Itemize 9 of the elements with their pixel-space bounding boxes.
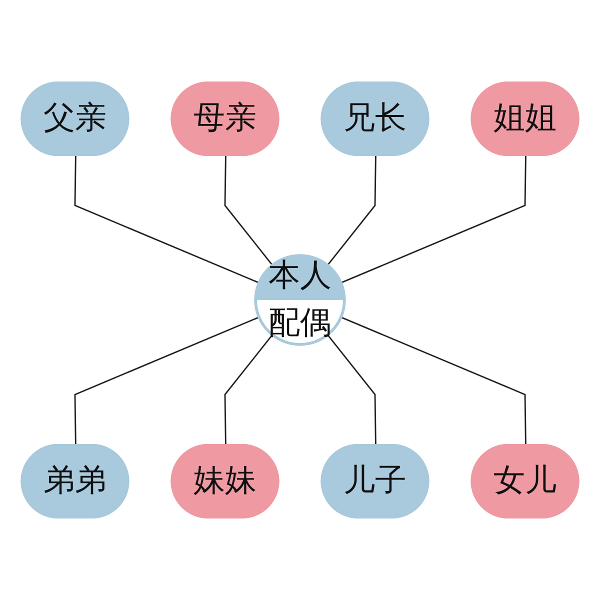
connector [340,316,526,446]
connector [224,156,273,266]
connector [74,316,260,446]
node-circle: 本人 配偶 [254,254,346,346]
connector [327,334,376,446]
connector [74,156,260,284]
connector [340,156,526,284]
connector [224,334,273,446]
connector [327,156,376,266]
